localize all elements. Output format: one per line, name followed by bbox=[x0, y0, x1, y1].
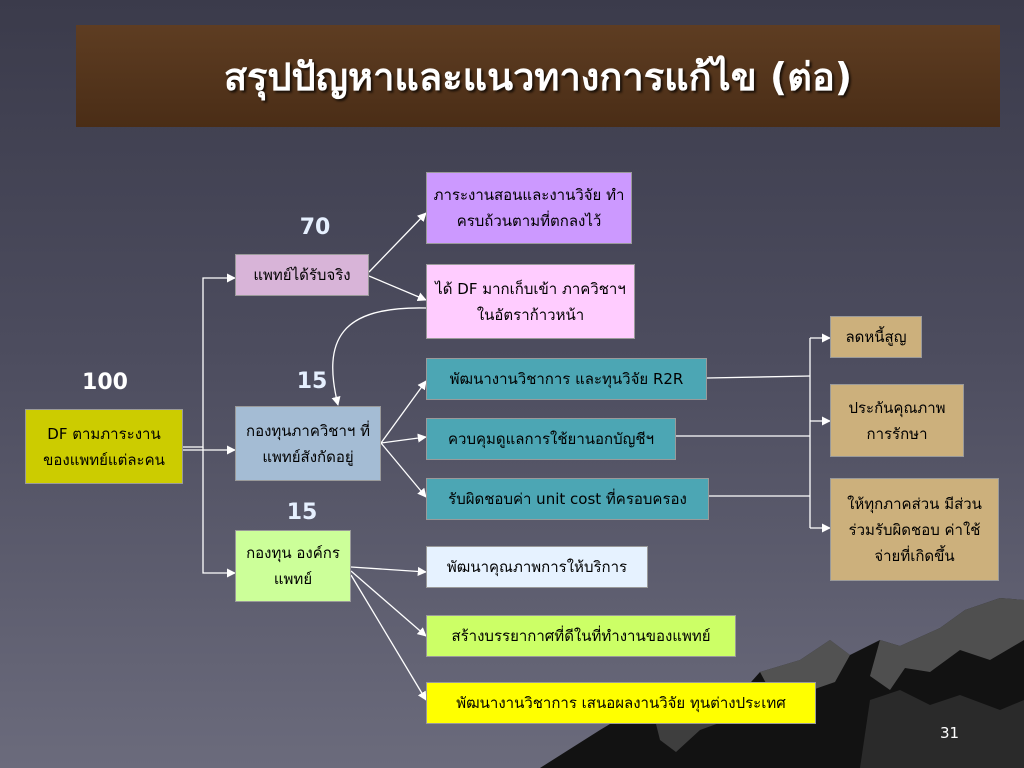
academic-r2r-box: พัฒนางานวิชาการ และทุนวิจัย R2R bbox=[426, 358, 707, 400]
line-r2r-to-bracket bbox=[706, 375, 811, 379]
dept-fund-percent-label: 15 bbox=[296, 369, 328, 394]
more-df-box: ได้ DF มากเก็บเข้า ภาควิชาฯในอัตราก้าวหน… bbox=[426, 264, 635, 339]
doctor-percent-label: 70 bbox=[299, 215, 331, 240]
arrow-org-to-climate bbox=[350, 570, 427, 637]
org-fund-percent-label: 15 bbox=[286, 500, 318, 525]
title-bar: สรุปปัญหาและแนวทางการแก้ไข (ต่อ) bbox=[76, 25, 1000, 127]
academic-abroad-box: พัฒนางานวิชาการ เสนอผลงานวิจัย ทุนต่างปร… bbox=[426, 682, 816, 724]
slide-title: สรุปปัญหาและแนวทางการแก้ไข (ต่อ) bbox=[223, 54, 853, 99]
page-number: 31 bbox=[940, 724, 960, 742]
off-book-drugs-box: ควบคุมดูแลการใช้ยานอกบัญชีฯ bbox=[426, 418, 676, 460]
arrow-doctor-to-more-df bbox=[368, 275, 427, 302]
arrow-dept-to-r2r bbox=[380, 380, 427, 444]
arrow-org-to-service bbox=[350, 566, 427, 576]
arrow-org-to-abroad bbox=[350, 574, 427, 701]
total-percent-label: 100 bbox=[82, 370, 128, 395]
arrow-dept-to-unit-cost bbox=[380, 442, 427, 498]
service-quality-box: พัฒนาคุณภาพการให้บริการ bbox=[426, 546, 648, 588]
doctor-receives-box: แพทย์ได้รับจริง bbox=[235, 254, 369, 296]
arrow-doctor-to-teaching bbox=[368, 212, 427, 273]
arrow-root-to-org bbox=[202, 447, 236, 578]
share-costs-box: ให้ทุกภาคส่วน มีส่วนร่วมรับผิดชอบ ค่าใช้… bbox=[830, 478, 999, 581]
bad-debt-box: ลดหนี้สูญ bbox=[830, 316, 922, 358]
dept-fund-box: กองทุนภาควิชาฯ ที่แพทย์สังกัดอยู่ bbox=[235, 406, 381, 481]
arrow-more-df-to-dept bbox=[331, 307, 427, 406]
root-box: DF ตามภาระงาน ของแพทย์แต่ละคน bbox=[25, 409, 183, 484]
quality-assurance-box: ประกันคุณภาพ การรักษา bbox=[830, 384, 964, 457]
org-fund-box: กองทุน องค์กรแพทย์ bbox=[235, 530, 351, 602]
arrow-root-to-doctor bbox=[183, 273, 236, 448]
workplace-climate-box: สร้างบรรยากาศที่ดีในที่ทำงานของแพทย์ bbox=[426, 615, 736, 657]
teaching-research-box: ภาระงานสอนและงานวิจัย ทำครบถ้วนตามที่ตกล… bbox=[426, 172, 632, 244]
arrow-dept-to-drugs bbox=[380, 433, 427, 444]
unit-cost-box: รับผิดชอบค่า unit cost ที่ครอบครอง bbox=[426, 478, 709, 520]
